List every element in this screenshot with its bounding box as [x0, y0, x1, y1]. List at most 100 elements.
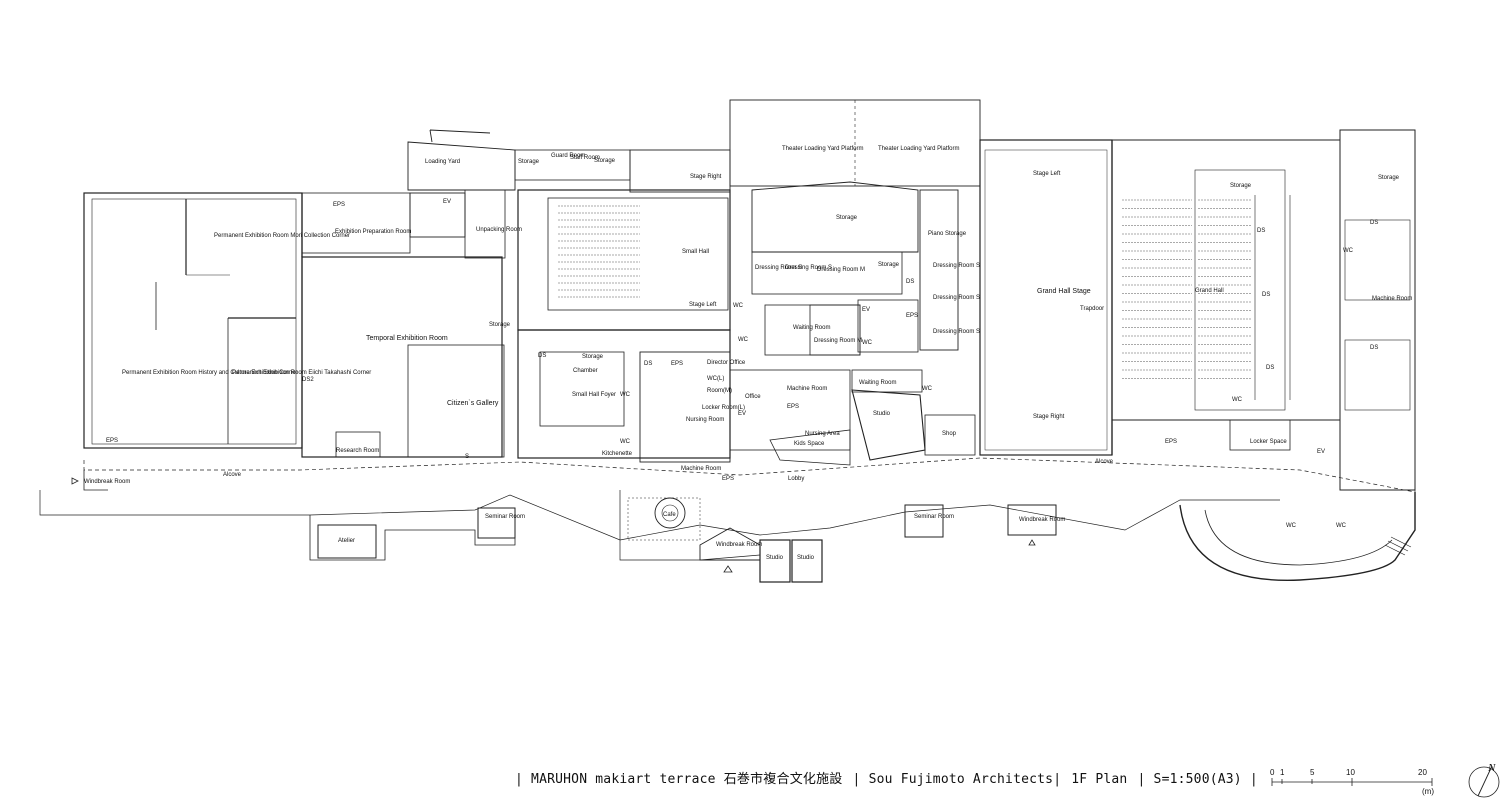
room-label: Permanent Exhibition Room History and Cu… — [122, 370, 297, 376]
room-label: Studio — [766, 555, 784, 561]
scale-tick-label: 10 — [1346, 768, 1355, 777]
room-label: Small Hall — [682, 249, 709, 255]
room-label: WC — [620, 392, 631, 398]
room-label: Kitchenette — [602, 451, 633, 457]
room-label: Unpacking Room — [476, 227, 522, 233]
room-label: Waiting Room — [793, 325, 830, 331]
project-title: | MARUHON makiart terrace 石巻市複合文化施設 — [515, 772, 843, 787]
scale-bar: 0 1 5 10 20 (m) — [1270, 768, 1434, 796]
room-label: Guard Room — [551, 153, 585, 159]
room-label: Seminar Room — [914, 514, 954, 520]
room-label: Storage — [594, 158, 616, 164]
room-label: Atelier — [338, 538, 355, 544]
drawing-name: 1F Plan — [1071, 772, 1128, 787]
room-label: Chamber — [573, 368, 598, 374]
room-label: Theater Loading Yard Platform — [782, 146, 864, 152]
room-label: Temporal Exhibition Room — [366, 335, 448, 342]
room-label: Small Hall Foyer — [572, 392, 616, 398]
room-label: Dressing Room S — [755, 265, 802, 271]
room-label: Seminar Room — [485, 514, 525, 520]
room-label: Research Room — [336, 448, 379, 454]
room-label: Windbreak Room — [716, 542, 762, 548]
room-label: Director Office — [707, 360, 746, 366]
scale-bar-line — [1271, 778, 1433, 786]
room-label: Storage — [518, 159, 540, 165]
scale-tick-label: 20 — [1418, 768, 1427, 777]
room-label: Stage Right — [690, 174, 722, 180]
title-block: | MARUHON makiart terrace 石巻市複合文化施設 | So… — [515, 768, 1260, 790]
scale-unit: (m) — [1422, 787, 1434, 796]
room-label: Windbreak Room — [84, 479, 130, 485]
room-label: Dressing Room M — [814, 338, 862, 344]
room-label: Grand Hall Stage — [1037, 288, 1091, 295]
room-label: WC — [1286, 523, 1297, 529]
room-label: DS — [1370, 220, 1378, 226]
room-label: Stage Left — [689, 302, 717, 308]
room-label: WC — [1343, 248, 1354, 254]
room-label: Staff Room — [570, 155, 600, 161]
room-label: Trapdoor — [1080, 306, 1104, 312]
room-label: Machine Room — [1372, 296, 1412, 302]
room-label: Shop — [942, 431, 957, 437]
room-label: Nursing Area — [805, 431, 840, 437]
room-label: WC — [738, 337, 749, 343]
scale-tick-label: 1 — [1280, 768, 1285, 777]
room-label: EPS — [333, 202, 345, 208]
room-label: Dressing Room S — [785, 265, 832, 271]
room-label: Dressing Room S — [933, 295, 980, 301]
room-label: Alcove — [1095, 459, 1114, 465]
room-label: WC — [1336, 523, 1347, 529]
room-label: Waiting Room — [859, 380, 896, 386]
room-label: Studio — [797, 555, 815, 561]
scale-tick-label: 0 — [1270, 768, 1275, 777]
room-label: EPS — [106, 438, 118, 444]
room-label: Office — [745, 394, 761, 400]
room-label: DS — [1370, 345, 1378, 351]
room-label: EPS — [787, 404, 799, 410]
room-label: WC — [733, 303, 744, 309]
room-label: WC — [922, 386, 933, 392]
room-label: Dressing Room S — [933, 263, 980, 269]
entrance-markers — [71, 477, 1036, 573]
room-label: Storage — [1378, 175, 1400, 181]
room-label: Stage Right — [1033, 414, 1065, 420]
north-arrow-icon: N — [1468, 762, 1500, 798]
scale-tick-label: 5 — [1310, 768, 1315, 777]
room-labels: Loading Yard Storage Guard Room Staff Ro… — [84, 146, 1412, 561]
room-label: WC — [1232, 397, 1243, 403]
room-label: Dressing Room M — [817, 267, 865, 273]
room-label: DS — [644, 361, 652, 367]
room-label: EPS — [722, 476, 734, 482]
grand-hall-seating — [1122, 199, 1252, 379]
room-label: Loading Yard — [425, 159, 460, 165]
room-label: Studio — [873, 411, 891, 417]
room-label: Grand Hall — [1195, 288, 1224, 294]
room-label: Nursing Room — [686, 417, 724, 423]
walls — [39, 99, 1416, 583]
small-hall-seating — [558, 205, 640, 298]
room-label: EV — [738, 411, 746, 417]
room-label: Storage — [878, 262, 900, 268]
room-label: WC(L) — [707, 376, 724, 382]
room-label: WC — [620, 439, 631, 445]
room-label: Kids Space — [794, 441, 825, 447]
room-label: Windbreak Room — [1019, 517, 1065, 523]
room-label: Permanent Exhibition Room Mori Collectio… — [214, 233, 350, 239]
room-label: Exhibition Preparation Room — [335, 229, 411, 235]
room-label: Dressing Room S — [933, 329, 980, 335]
room-label: DS — [1257, 228, 1265, 234]
room-label: EV — [862, 307, 870, 313]
drawing-scale: | S=1:500(A3) | — [1137, 772, 1258, 787]
room-label: EV — [443, 199, 451, 205]
room-label: Storage — [1230, 183, 1252, 189]
room-label: S — [465, 454, 469, 460]
north-label: N — [1487, 762, 1496, 774]
room-label: EV — [1317, 449, 1325, 455]
room-label: EPS — [1165, 439, 1177, 445]
room-label: EPS — [671, 361, 683, 367]
room-label: EPS — [906, 313, 918, 319]
room-label: DS2 — [302, 377, 314, 383]
room-label: Storage — [582, 354, 604, 360]
room-label: Lobby — [788, 476, 804, 482]
